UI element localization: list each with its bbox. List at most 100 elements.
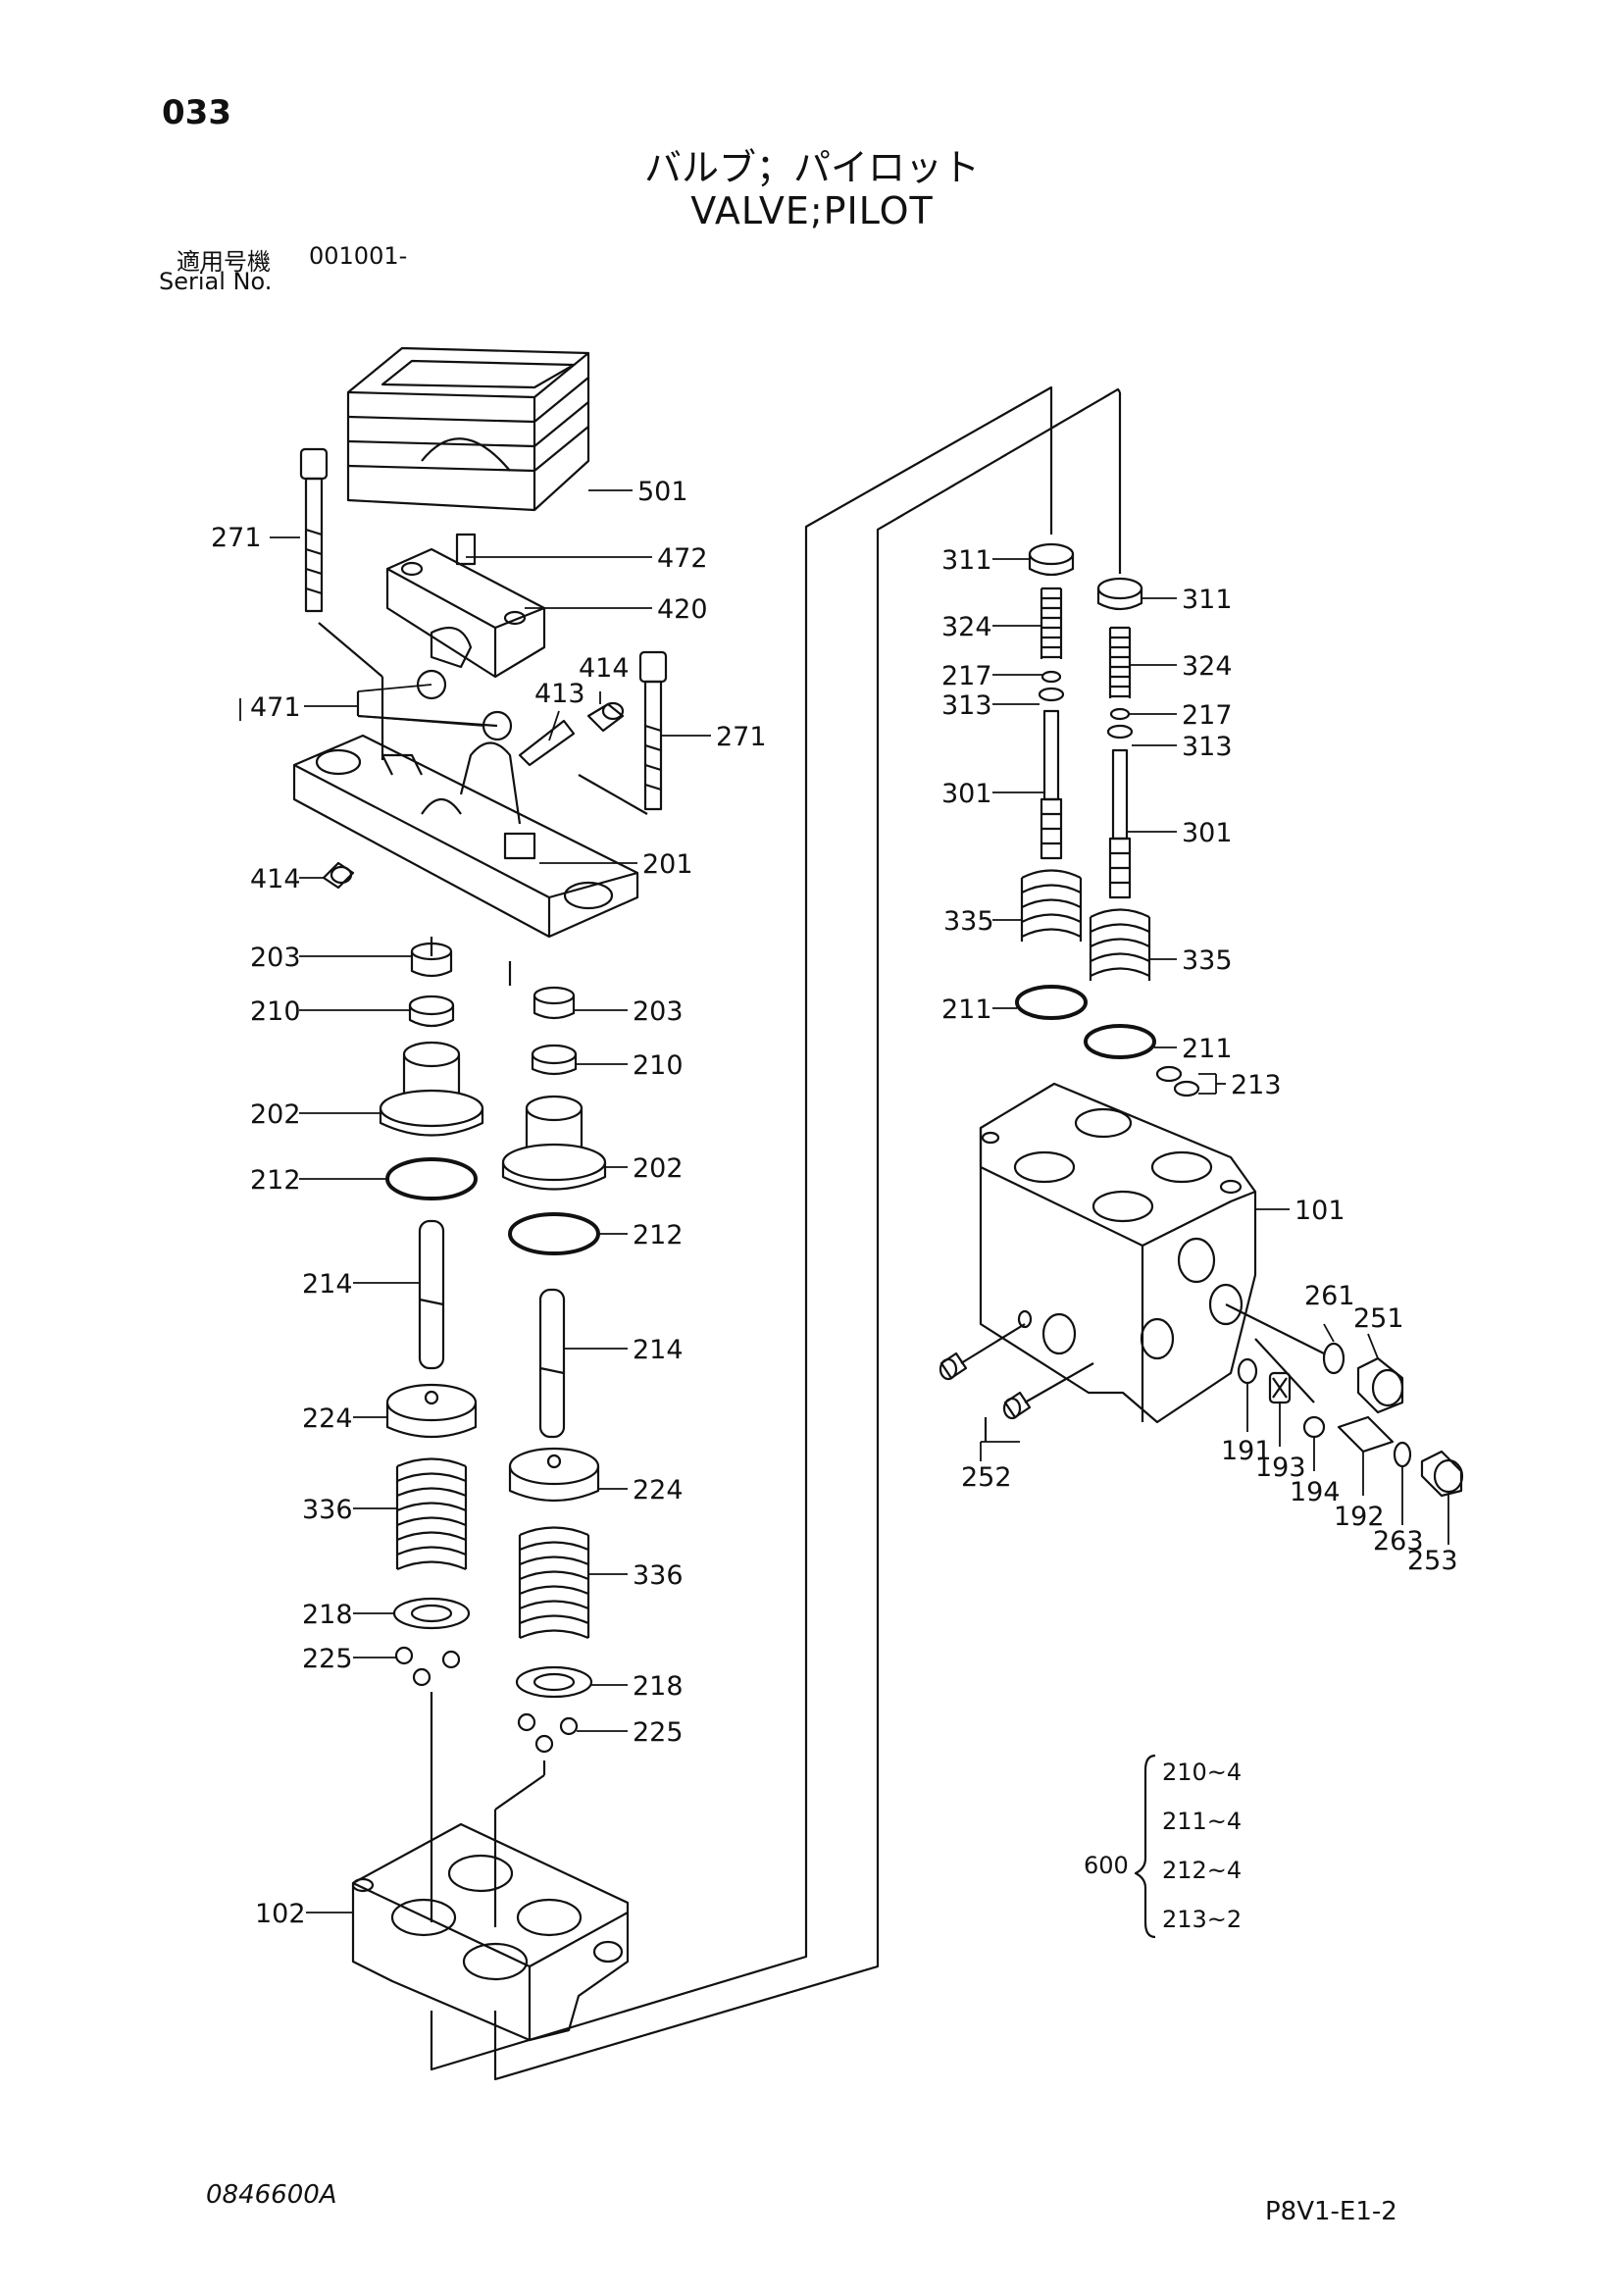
label-413: 413 (534, 679, 585, 709)
plug-191 (1237, 1357, 1258, 1385)
label-225-left: 225 (302, 1644, 353, 1674)
label-203-left: 203 (250, 943, 301, 973)
bush-414-top (586, 701, 625, 733)
label-261: 261 (1304, 1281, 1355, 1311)
label-214-right: 214 (633, 1335, 684, 1365)
label-202-left: 202 (250, 1099, 301, 1130)
washer-217-left (1040, 670, 1062, 684)
plug-252-upper (939, 1352, 968, 1381)
label-193: 193 (1255, 1453, 1306, 1483)
label-194: 194 (1290, 1477, 1341, 1507)
label-336-right: 336 (633, 1560, 684, 1591)
kit-bracket (1134, 1754, 1156, 1939)
label-101: 101 (1294, 1196, 1345, 1226)
bolt-271-right (638, 650, 668, 811)
kit-item: 213~2 (1162, 1906, 1242, 1933)
spring-192 (1337, 1415, 1395, 1454)
label-252: 252 (961, 1462, 1012, 1493)
spring-seat-224-left (385, 1383, 478, 1439)
label-211-right: 211 (1182, 1034, 1233, 1064)
drawing-code: 0846600A (206, 2180, 337, 2210)
seal-311-right (1096, 577, 1143, 611)
o-ring-261 (1322, 1342, 1345, 1375)
plate-420 (385, 533, 546, 741)
page-reference: P8V1-E1-2 (1265, 2197, 1397, 2226)
washer-218-left (392, 1597, 471, 1630)
spring-336-left (395, 1457, 468, 1571)
balls-225-right (517, 1712, 579, 1754)
o-ring-211-left (1015, 985, 1088, 1020)
label-471: 471 (250, 692, 301, 723)
label-414-left: 414 (250, 864, 301, 894)
label-218-left: 218 (302, 1600, 353, 1630)
label-224-right: 224 (633, 1475, 684, 1505)
pin-413 (518, 719, 576, 767)
spool-301-right (1108, 748, 1132, 899)
label-420: 420 (657, 594, 708, 625)
balls-225-left (394, 1646, 461, 1687)
seal-210-right (531, 1044, 578, 1076)
label-414-top: 414 (579, 653, 630, 684)
page-number: 033 (162, 93, 231, 132)
label-335-right: 335 (1182, 945, 1233, 976)
spring-335-right (1089, 908, 1151, 981)
label-217-right: 217 (1182, 700, 1233, 731)
label-271-right: 271 (716, 722, 767, 752)
label-301-right: 301 (1182, 818, 1233, 848)
o-ring-211-right (1084, 1024, 1156, 1059)
label-218-right: 218 (633, 1671, 684, 1702)
label-203-right: 203 (633, 996, 684, 1027)
label-212-right: 212 (633, 1220, 684, 1250)
label-311-right: 311 (1182, 585, 1233, 615)
plug-251 (1356, 1356, 1404, 1414)
label-251: 251 (1353, 1303, 1404, 1334)
plug-253 (1420, 1450, 1464, 1498)
assembly-route-line (493, 387, 1121, 2081)
label-472: 472 (657, 543, 708, 574)
boot-501 (346, 346, 590, 512)
seal-210-left (408, 995, 455, 1028)
shim-313-left (1038, 687, 1065, 702)
label-210-right: 210 (633, 1050, 684, 1081)
label-217-left: 217 (941, 661, 992, 691)
spring-324-right (1108, 626, 1132, 698)
plug-203-right (533, 986, 576, 1020)
spring-324-left (1040, 587, 1063, 659)
spring-seat-224-right (508, 1447, 600, 1503)
label-313-left: 313 (941, 690, 992, 721)
serial-label-japanese: 適用号機 (177, 248, 271, 276)
shim-313-right (1106, 724, 1134, 740)
label-214-left: 214 (302, 1269, 353, 1300)
label-335-left: 335 (943, 906, 994, 937)
label-271-left: 271 (211, 523, 262, 553)
label-324-left: 324 (941, 612, 992, 642)
o-ring-212-right (508, 1212, 600, 1255)
washer-217-right (1109, 707, 1131, 721)
label-210-left: 210 (250, 996, 301, 1027)
label-211-left: 211 (941, 995, 992, 1025)
label-212-left: 212 (250, 1165, 301, 1196)
label-213: 213 (1231, 1070, 1282, 1100)
kit-item: 211~4 (1162, 1808, 1242, 1835)
label-324-right: 324 (1182, 651, 1233, 682)
o-ring-212-left (385, 1157, 478, 1200)
casing-101 (979, 1082, 1257, 1424)
bolt-271-left (299, 447, 329, 613)
serial-label-english: Serial No. (159, 268, 273, 295)
seal-311-left (1028, 542, 1075, 577)
seal-kit-600: 600 210~4 211~4 212~4 213~2 (1084, 1759, 1242, 1933)
leader-lines (270, 489, 1449, 1913)
label-336-left: 336 (302, 1495, 353, 1525)
bush-414-left (322, 861, 355, 890)
push-rod-holder-202-right (501, 1095, 607, 1191)
push-rod-214-left (418, 1219, 445, 1370)
serial-value: 001001- (309, 242, 408, 270)
spring-335-left (1020, 869, 1083, 942)
label-301-left: 301 (941, 779, 992, 809)
label-192: 192 (1334, 1502, 1385, 1532)
o-ring-263 (1393, 1441, 1412, 1468)
label-311-left: 311 (941, 545, 992, 576)
push-rod-214-right (538, 1288, 566, 1439)
title-english: VALVE;PILOT (690, 189, 934, 232)
